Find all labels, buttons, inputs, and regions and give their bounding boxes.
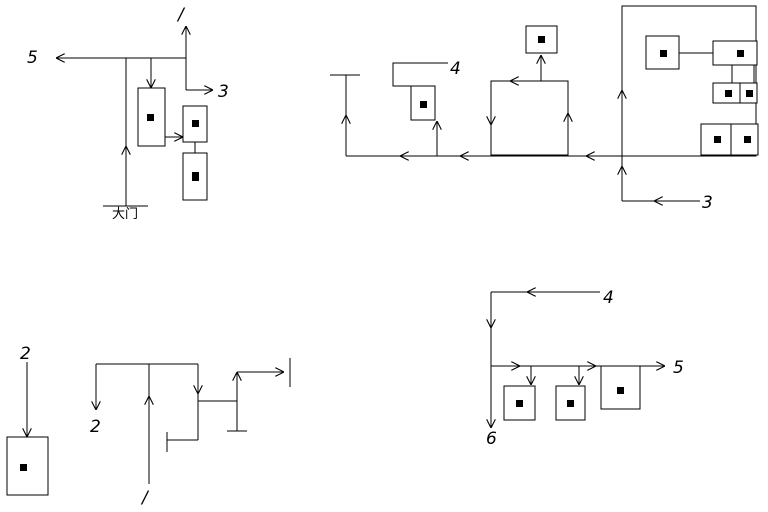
tr-box4-bracket: [392, 62, 448, 87]
bl-label-one: /: [140, 488, 150, 508]
tl-box-1-dot: [147, 114, 154, 121]
tr-box-d-dot: [746, 90, 753, 97]
section-top-right: 4 3: [330, 5, 759, 213]
bl-label-two-mid: 2: [90, 417, 101, 437]
br-label-five: 5: [673, 358, 684, 378]
section-bottom-right: 4 5 6: [486, 288, 684, 449]
tr-box-b-dot: [737, 50, 744, 57]
tl-box-3-dot: [192, 172, 199, 181]
br-label-six: 6: [486, 429, 497, 449]
tr-label-four: 4: [450, 59, 461, 79]
tr-top-box-dot: [538, 36, 545, 43]
tl-label-one: /: [176, 5, 186, 25]
section-top-left: 5 / 3 大门: [27, 5, 229, 222]
br-box-2-dot: [567, 400, 574, 407]
bl-box-dot: [20, 464, 27, 471]
br-label-four: 4: [603, 288, 614, 308]
section-bottom-left: 2 2 /: [6, 344, 291, 508]
br-box-1-dot: [516, 400, 523, 407]
tr-box-4-dot: [420, 101, 427, 108]
tr-box-a-dot: [660, 50, 667, 57]
br-box-2: [555, 385, 586, 421]
tr-box-b: [712, 40, 758, 66]
br-box-3-dot: [617, 387, 624, 394]
tl-box-2-dot: [192, 120, 199, 127]
tr-label-three: 3: [702, 193, 713, 213]
tr-box-f-dot: [744, 136, 751, 143]
tl-label-five: 5: [27, 48, 38, 68]
tl-label-gate: 大门: [112, 207, 138, 222]
bl-box: [6, 436, 49, 496]
tl-label-three: 3: [218, 82, 229, 102]
bl-label-two-top: 2: [20, 344, 31, 364]
tr-box-c-dot: [725, 90, 732, 97]
tr-big-box: [490, 80, 569, 156]
tr-box-e-dot: [714, 136, 721, 143]
